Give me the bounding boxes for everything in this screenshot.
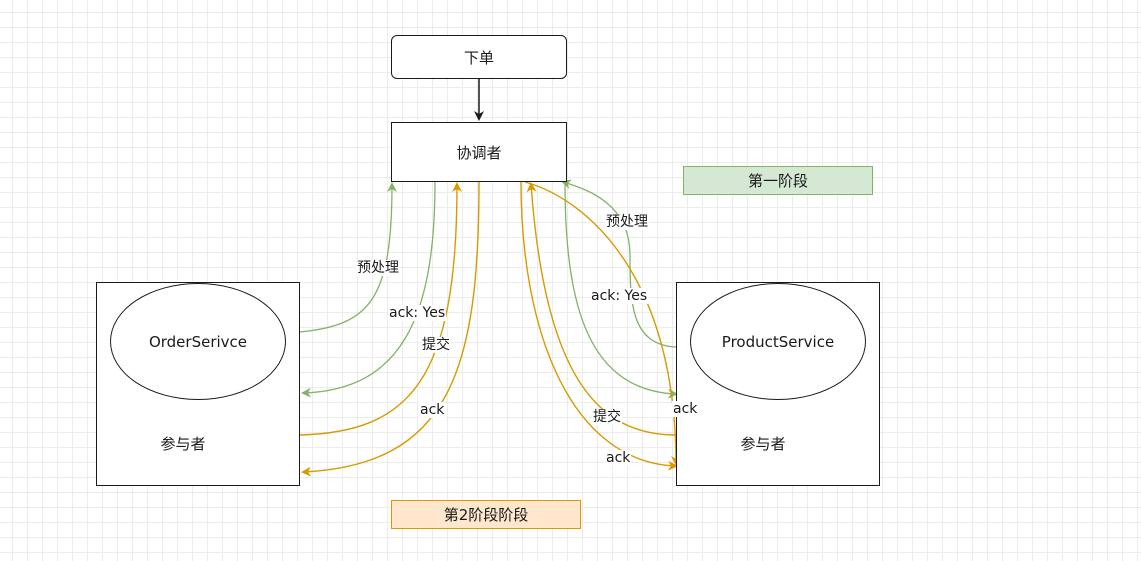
left-commit-label: 提交	[421, 337, 451, 353]
phase-one-box: 第一阶段	[683, 166, 873, 195]
right-commit-label: 提交	[592, 409, 622, 425]
left-ack-arrow	[301, 181, 480, 477]
phase-two-box: 第2阶段阶段	[391, 500, 581, 529]
product-service-label: ProductService	[721, 332, 835, 351]
order-service-ellipse[interactable]: OrderSerivce	[110, 283, 286, 400]
left-commit-arrow	[299, 182, 462, 436]
phase-two-label: 第2阶段阶段	[443, 506, 529, 524]
right-ack-arrow	[524, 181, 681, 466]
right-prepare-arrow	[561, 179, 677, 348]
coordinator-label: 协调者	[456, 143, 502, 162]
left-prepare-label: 预处理	[356, 260, 400, 276]
right-participant-box[interactable]: ProductService 参与者	[676, 282, 880, 486]
order-service-label: OrderSerivce	[148, 332, 248, 351]
right-ack-label-lower: ack	[605, 450, 632, 466]
left-participant-box[interactable]: OrderSerivce 参与者	[96, 282, 300, 486]
right-commit-arrow-1	[526, 182, 677, 436]
right-commit-arrow-2	[520, 181, 678, 471]
place-order-label: 下单	[463, 48, 494, 67]
coordinator-node[interactable]: 协调者	[391, 122, 567, 182]
right-ack-yes-label: ack: Yes	[590, 288, 649, 304]
left-ack-yes-arrow	[301, 181, 436, 398]
phase-one-label: 第一阶段	[747, 172, 808, 190]
left-participant-label: 参与者	[160, 435, 206, 453]
product-service-ellipse[interactable]: ProductService	[690, 283, 866, 400]
right-ack-yes-arrow	[564, 181, 678, 399]
left-ack-yes-label: ack: Yes	[388, 305, 447, 321]
right-prepare-label: 预处理	[605, 214, 649, 230]
left-prepare-arrow	[299, 182, 397, 333]
right-ack-label-upper: ack	[672, 401, 699, 417]
place-order-node[interactable]: 下单	[391, 35, 567, 79]
right-participant-label: 参与者	[740, 435, 786, 453]
left-ack-label: ack	[419, 402, 446, 418]
